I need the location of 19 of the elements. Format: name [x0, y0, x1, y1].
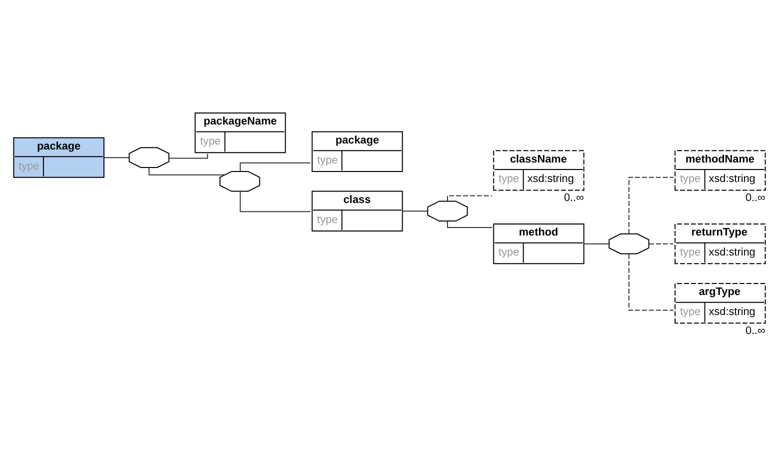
connector [240, 162, 311, 172]
node-label: 0..∞ [745, 192, 766, 204]
connector [628, 176, 674, 234]
node-label: 0..∞ [564, 192, 584, 204]
node-octagon [128, 147, 170, 168]
connector [402, 210, 428, 212]
connector [148, 167, 225, 176]
node-octagon [608, 233, 650, 254]
connector [447, 195, 493, 202]
connector [240, 191, 311, 212]
connector [168, 153, 208, 159]
connector [628, 253, 674, 311]
node-octagon [427, 200, 468, 222]
node-label: 0..∞ [745, 324, 766, 337]
node-octagon [219, 170, 260, 192]
connector [447, 220, 493, 228]
connector [648, 243, 674, 244]
connector [104, 157, 130, 158]
connector [584, 243, 610, 244]
